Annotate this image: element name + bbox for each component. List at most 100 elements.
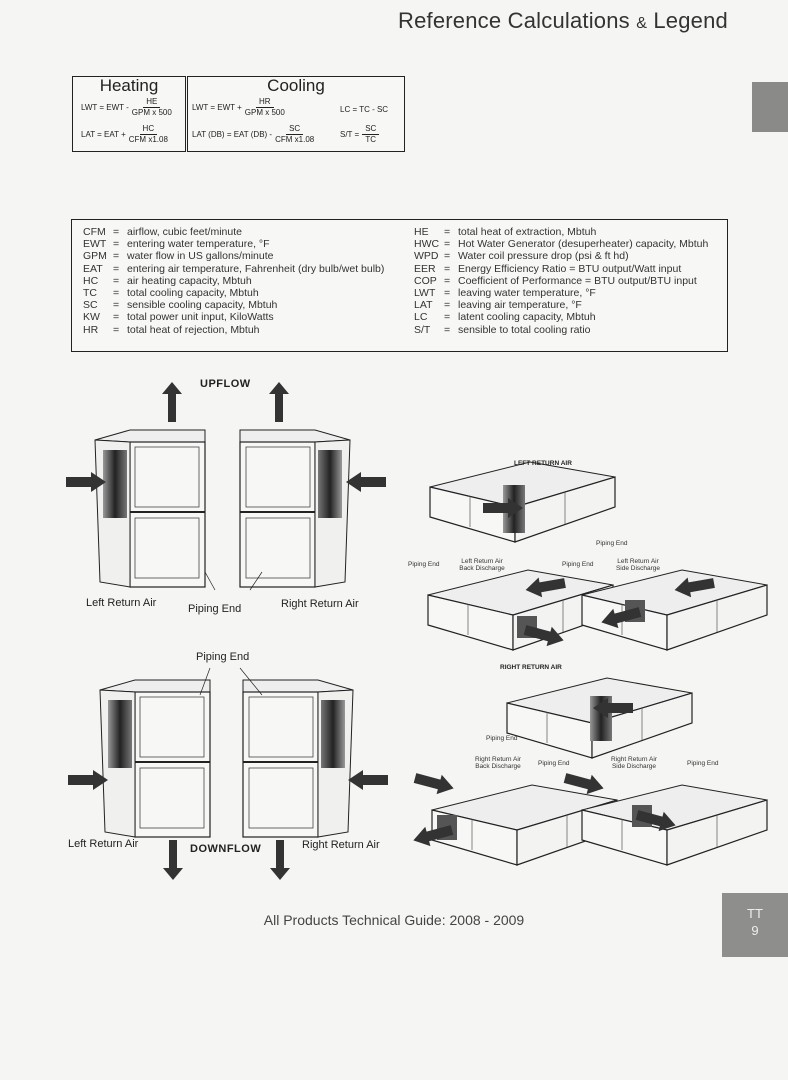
legend-entry: GPM=water flow in US gallons/minute (83, 250, 384, 262)
legend-abbr: HE (414, 226, 429, 238)
legend-entry: EWT=entering water temperature, °F (83, 238, 384, 250)
downflow-left-return-unit (68, 679, 211, 880)
horizontal-left-return-unit (429, 461, 616, 543)
piping-end-label: Piping End (486, 735, 518, 742)
piping-end-label: Piping End (408, 561, 440, 568)
lr-side-discharge-label: Left Return Air Side Discharge (615, 558, 661, 572)
legend-definition: leaving water temperature, °F (458, 287, 596, 300)
legend-entry: COP=Coefficient of Performance = BTU out… (414, 275, 708, 287)
legend-abbr: HWC (414, 238, 440, 251)
legend-equals: = (444, 287, 451, 300)
horizontal-right-return-unit (506, 677, 693, 759)
legend-equals: = (113, 274, 120, 287)
upflow-right-return-label: Right Return Air (281, 598, 359, 610)
legend-definition: Hot Water Generator (desuperheater) capa… (458, 238, 709, 251)
downflow-piping-end-label: Piping End (196, 651, 250, 663)
cooling-title: Cooling (267, 76, 325, 95)
rr-side-discharge-label: Right Return Air Side Discharge (611, 756, 657, 770)
downflow-label: DOWNFLOW (190, 843, 262, 855)
piping-end-label: Piping End (687, 760, 719, 767)
legend-entry: HR=total heat of rejection, Mbtuh (83, 324, 384, 336)
legend-abbr: TC (83, 287, 97, 300)
legend-abbr: S/T (414, 323, 431, 336)
page-number: 9 (751, 923, 759, 938)
legend-abbr: SC (83, 299, 98, 312)
legend-definition: leaving air temperature, °F (458, 299, 582, 312)
legend-abbr: EAT (83, 262, 103, 275)
section-code: TT (747, 906, 763, 921)
legend-abbr: EER (414, 262, 436, 275)
legend-definition: total heat of rejection, Mbtuh (127, 323, 260, 336)
legend-entry: LC=latent cooling capacity, Mbtuh (414, 311, 708, 323)
legend-equals: = (444, 250, 451, 263)
legend-equals: = (444, 323, 451, 336)
legend-abbr: COP (414, 274, 437, 287)
legend-abbr: GPM (83, 250, 107, 263)
legend-abbr: HC (83, 274, 99, 287)
legend-definition: Water coil pressure drop (psi & ft hd) (458, 250, 629, 263)
legend-entry: SC=sensible cooling capacity, Mbtuh (83, 299, 384, 311)
legend-definition: air heating capacity, Mbtuh (127, 274, 252, 287)
legend-abbr: LWT (414, 287, 436, 300)
left-return-air-title: LEFT RETURN AIR (514, 460, 572, 467)
downflow-right-return-label: Right Return Air (302, 839, 380, 851)
legend-equals: = (113, 311, 120, 324)
legend-equals: = (113, 262, 120, 275)
piping-end-label: Piping End (562, 561, 594, 568)
horizontal-rr-back-discharge-unit (410, 768, 618, 866)
page-number-tab: TT 9 (722, 893, 788, 957)
upflow-label: UPFLOW (200, 378, 251, 390)
legend-definition: latent cooling capacity, Mbtuh (458, 311, 596, 324)
legend-entry: EER = Energy Efficiency Ratio = BTU output… (414, 263, 708, 275)
legend-entry: HC = air heating capacity, Mbtuh (83, 275, 384, 287)
downflow-left-return-label: Left Return Air (68, 838, 139, 850)
legend-definition: entering water temperature, °F (127, 238, 270, 251)
legend-abbr: KW (83, 311, 100, 324)
legend-definition: total cooling capacity, Mbtuh (127, 287, 259, 300)
legend-abbr: CFM (83, 226, 106, 238)
upflow-left-return-unit (66, 382, 206, 588)
upflow-right-return-unit (239, 382, 386, 588)
legend-entry: HE = total heat of extraction, Mbtuh (414, 226, 708, 238)
legend-equals: = (444, 262, 451, 275)
legend-definition: water flow in US gallons/minute (127, 250, 274, 263)
legend-equals: = (113, 323, 120, 336)
legend-definition: Coefficient of Performance = BTU output/… (458, 274, 697, 287)
legend-equals: = (444, 311, 451, 324)
legend-entry: LWT = leaving water temperature, °F (414, 287, 708, 299)
right-return-air-title: RIGHT RETURN AIR (500, 664, 562, 671)
legend-abbr: EWT (83, 238, 107, 251)
cooling-lc-formula: LC = TC - SC (340, 105, 389, 114)
piping-end-label: Piping End (596, 540, 628, 547)
section-tab (752, 82, 788, 132)
heating-title: Heating (99, 76, 159, 95)
legend-definition: total heat of extraction, Mbtuh (458, 226, 597, 238)
legend-entry: TC = total cooling capacity, Mbtuh (83, 287, 384, 299)
legend-definition: Energy Efficiency Ratio = BTU output/Wat… (458, 262, 682, 275)
legend-equals: = (444, 299, 451, 312)
legend-equals: = (113, 226, 120, 238)
legend-equals: = (444, 226, 451, 238)
page-title: Reference Calculations & Legend (398, 8, 728, 33)
legend-abbr: WPD (414, 250, 439, 263)
lr-back-discharge-label: Left Return Air Back Discharge (459, 558, 505, 572)
legend-equals: = (113, 287, 120, 300)
legend-entry: HWC = Hot Water Generator (desuperheater) … (414, 238, 708, 250)
legend-definition: sensible cooling capacity, Mbtuh (127, 299, 278, 312)
legend-entry: S/T=sensible to total cooling ratio (414, 324, 708, 336)
legend-entry: EAT=entering air temperature, Fahrenheit… (83, 263, 384, 275)
legend-abbr: LAT (414, 299, 433, 312)
legend-equals: = (444, 238, 451, 251)
horizontal-rr-side-discharge-unit (562, 768, 768, 866)
